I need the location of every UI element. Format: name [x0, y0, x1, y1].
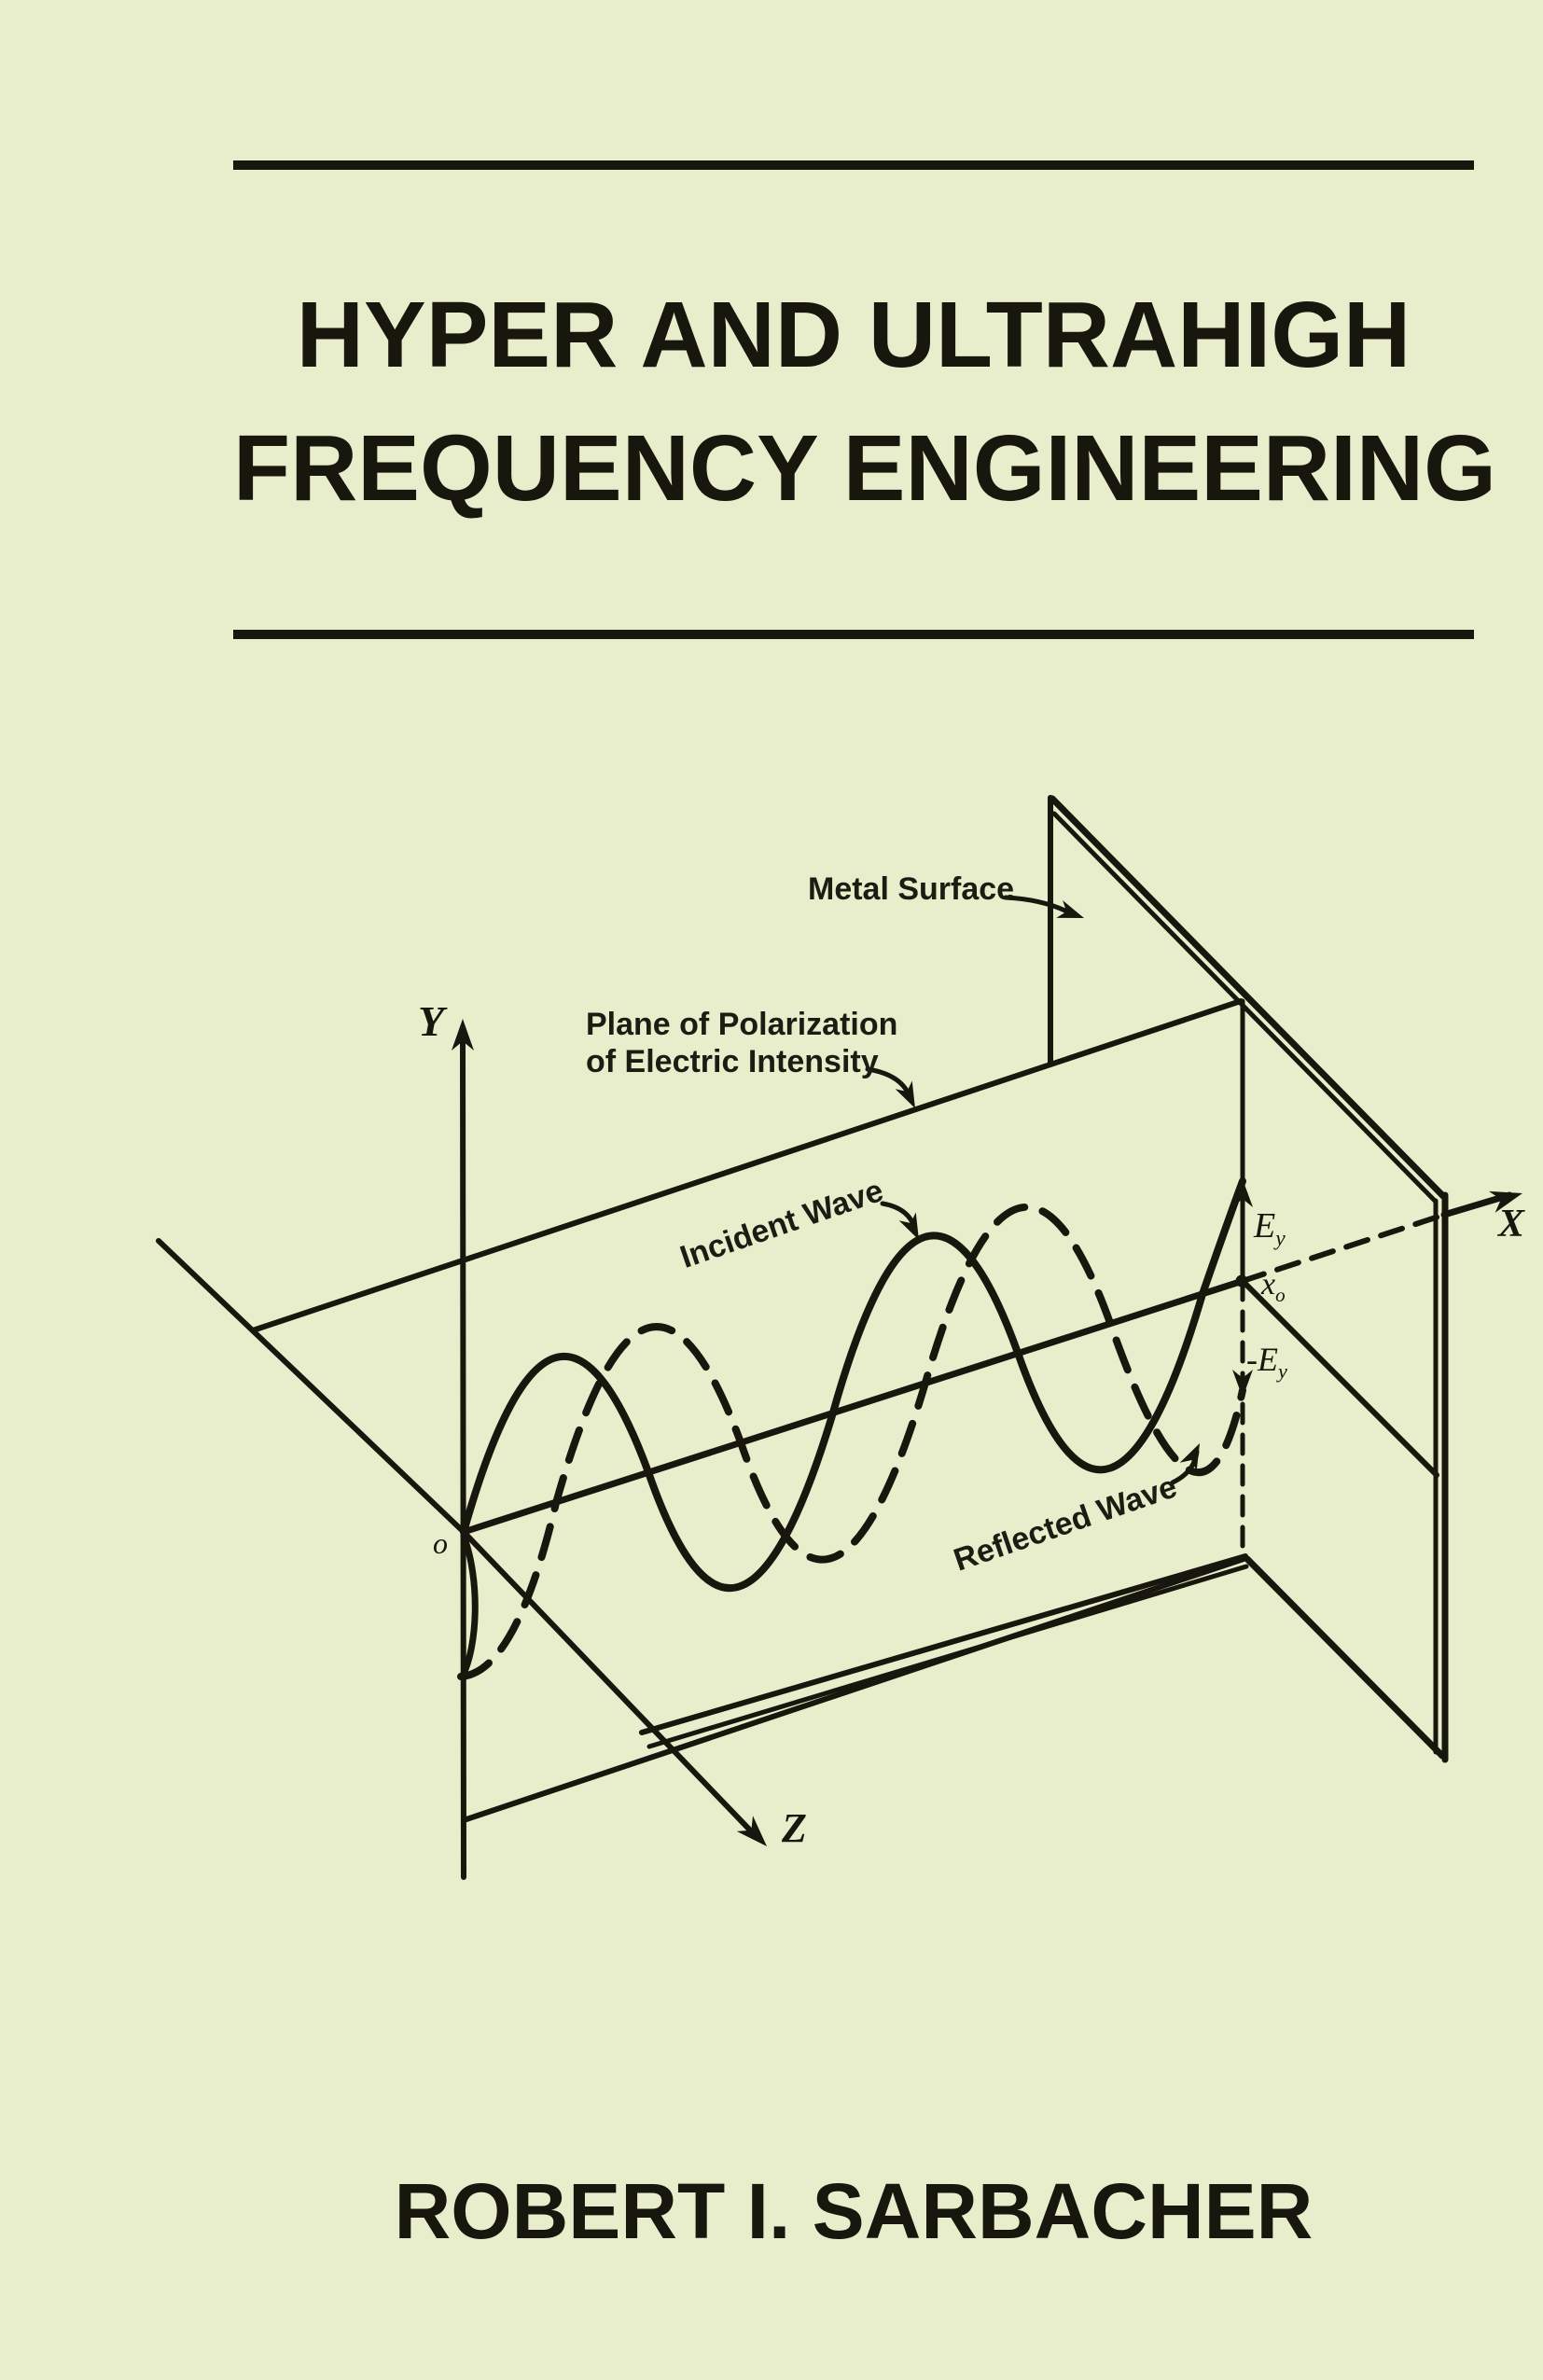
plate-top-edge-outer — [1049, 795, 1447, 1200]
x-axis-dashed — [1240, 1212, 1447, 1284]
metal-surface-arrowhead — [1056, 900, 1084, 918]
metal-surface-label: Metal Surface — [808, 871, 1015, 907]
ey-label: Ey — [1254, 1205, 1286, 1249]
plate-bottom-edge — [1244, 1555, 1446, 1760]
z-axis-arrowhead — [736, 1816, 767, 1846]
incident-wave-origin-hook — [459, 1532, 479, 1679]
x-axis-arrowhead — [1489, 1190, 1522, 1213]
xo-label: xo — [1261, 1267, 1286, 1304]
plane-left-edge — [156, 1238, 466, 1535]
plane-label-line-1: Plane of Polarization — [586, 1007, 898, 1042]
plane-label-arrowhead — [895, 1080, 915, 1108]
neg-ey-label-sub: y — [1277, 1359, 1287, 1384]
origin-label: o — [433, 1526, 448, 1560]
incident-wave-path — [460, 1177, 1246, 1593]
neg-ey-label: -Ey — [1246, 1340, 1287, 1382]
neg-ey-arrowhead — [1232, 1370, 1253, 1398]
y-axis-line — [460, 1025, 466, 1880]
floor-far-edge-inner — [646, 1564, 1249, 1749]
neg-ey-label-main: -E — [1246, 1341, 1278, 1378]
plane-top-edge — [250, 998, 1244, 1333]
floor-far-edge-outer — [639, 1553, 1248, 1735]
xo-label-sub: o — [1275, 1283, 1286, 1306]
reflected-wave-path — [457, 1203, 1246, 1680]
y-axis-arrowhead — [452, 1019, 474, 1051]
floor-near-edge — [464, 1555, 1249, 1822]
title-line-2: FREQUENCY ENGINEERING — [233, 416, 1496, 521]
x-axis-label: X — [1498, 1203, 1525, 1246]
x-axis-shaft — [1440, 1191, 1513, 1218]
plane-label-line-2: of Electric Intensity — [586, 1044, 879, 1079]
top-rule — [233, 160, 1474, 170]
author-name: ROBERT I. SARBACHER — [394, 2167, 1314, 2255]
plane-of-polarization-label: Plane of Polarization of Electric Intens… — [586, 1006, 898, 1080]
reflected-label-arrowhead — [1179, 1443, 1200, 1471]
ey-label-sub: y — [1275, 1226, 1286, 1251]
plate-face-diagonal — [1240, 1278, 1439, 1478]
z-axis-label: Z — [782, 1805, 807, 1851]
incident-label-arrowhead — [898, 1212, 919, 1240]
z-axis-line — [461, 1529, 760, 1841]
metal-surface-arrow — [1003, 895, 1076, 917]
bottom-rule — [233, 630, 1474, 639]
xo-point — [1235, 1274, 1248, 1287]
ey-label-main: E — [1254, 1206, 1276, 1246]
xo-label-main: x — [1261, 1267, 1276, 1301]
title-line-1: HYPER AND ULTRAHIGH — [296, 283, 1411, 387]
y-axis-label: Y — [418, 997, 445, 1045]
book-title: HYPER AND ULTRAHIGH FREQUENCY ENGINEERIN… — [233, 269, 1496, 536]
